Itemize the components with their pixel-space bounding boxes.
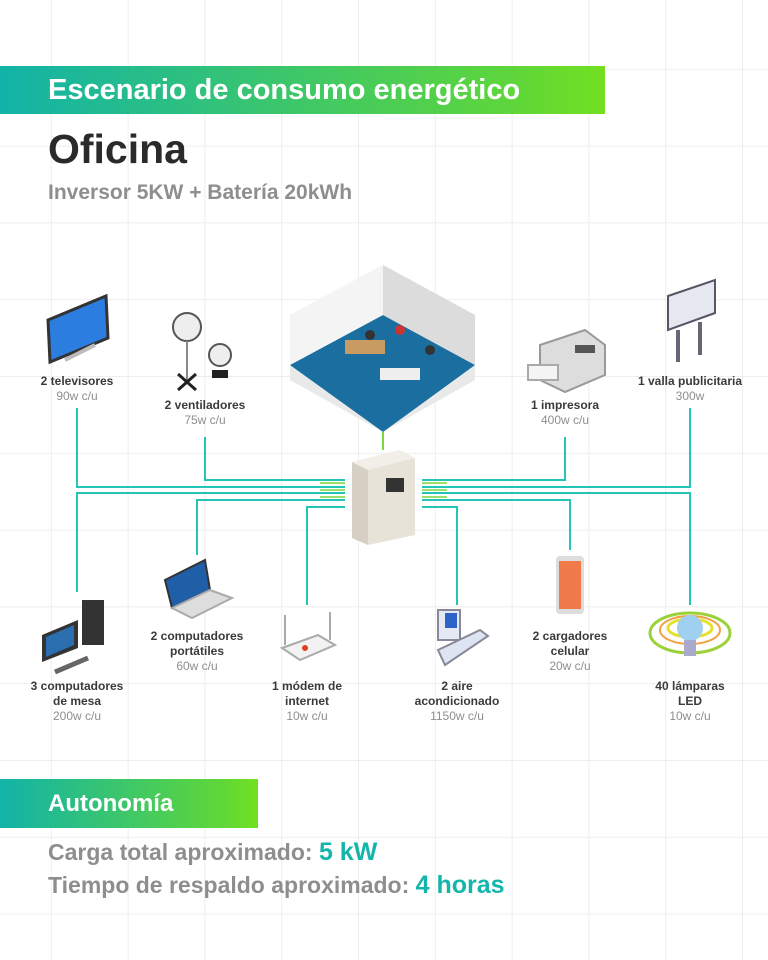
wire-led: [422, 492, 691, 605]
device-power: 90w c/u: [56, 389, 98, 403]
printer-icon: [527, 328, 606, 394]
backup-time-value: 4 horas: [415, 871, 505, 899]
fan-icon: [172, 312, 232, 392]
wire-billboard: [422, 408, 691, 488]
wire-modem: [306, 506, 345, 605]
autonomy-banner: Autonomía: [0, 779, 258, 828]
wire-desktop: [76, 492, 345, 592]
page-subtitle: Inversor 5KW + Batería 20kWh: [48, 181, 353, 204]
backup-time: Tiempo de respaldo aproximado: 4 horas: [48, 871, 505, 900]
phone-charger-icon: [556, 556, 584, 614]
office-illustration: [290, 265, 475, 432]
device-power: 200w c/u: [52, 709, 102, 723]
laptop-icon: [163, 558, 235, 620]
device-power: 10w c/u: [286, 709, 328, 723]
device-name: 1 impresora: [530, 398, 600, 412]
backup-time-label: Tiempo de respaldo aproximado:: [48, 872, 410, 898]
device-power: 60w c/u: [176, 659, 218, 673]
wire-laptop: [196, 499, 345, 555]
device-name: 2 ventiladores: [164, 398, 246, 412]
device-name: 1 valla publicitaria: [637, 374, 743, 388]
scenario-banner: Escenario de consumo energético: [0, 66, 605, 114]
device-power: 20w c/u: [549, 659, 591, 673]
device-name: 1 módem de internet: [271, 679, 343, 708]
device-name: 2 aire acondicionado: [414, 679, 500, 708]
device-power: 75w c/u: [184, 413, 226, 427]
page-title: Oficina: [48, 126, 187, 172]
device-name: 2 computadores portátiles: [150, 629, 244, 658]
wire-ac: [422, 506, 458, 605]
device-power: 10w c/u: [669, 709, 711, 723]
billboard-icon: [667, 278, 716, 362]
led-bulb-icon: [648, 611, 732, 656]
device-name: 40 lámparas LED: [655, 679, 725, 708]
device-power: 1150w c/u: [430, 709, 484, 723]
device-name: 2 cargadores celular: [532, 629, 608, 658]
total-load-label: Carga total aproximado:: [48, 839, 313, 865]
wire-tv: [76, 408, 345, 488]
total-load-value: 5 kW: [318, 838, 378, 866]
inverter-icon: [352, 450, 415, 545]
desktop-computer-icon: [42, 600, 104, 675]
wire-fan: [204, 437, 345, 481]
device-name: 2 televisores: [40, 374, 114, 388]
device-name: 3 computadores de mesa: [30, 679, 124, 708]
air-conditioner-icon: [436, 609, 490, 667]
device-power: 400w c/u: [540, 413, 590, 427]
wire-charger: [422, 499, 571, 550]
modem-icon: [279, 612, 338, 662]
tv-icon: [46, 293, 110, 365]
total-load: Carga total aproximado: 5 kW: [48, 838, 377, 867]
wire-printer: [422, 437, 566, 481]
device-power: 300w: [675, 389, 705, 403]
